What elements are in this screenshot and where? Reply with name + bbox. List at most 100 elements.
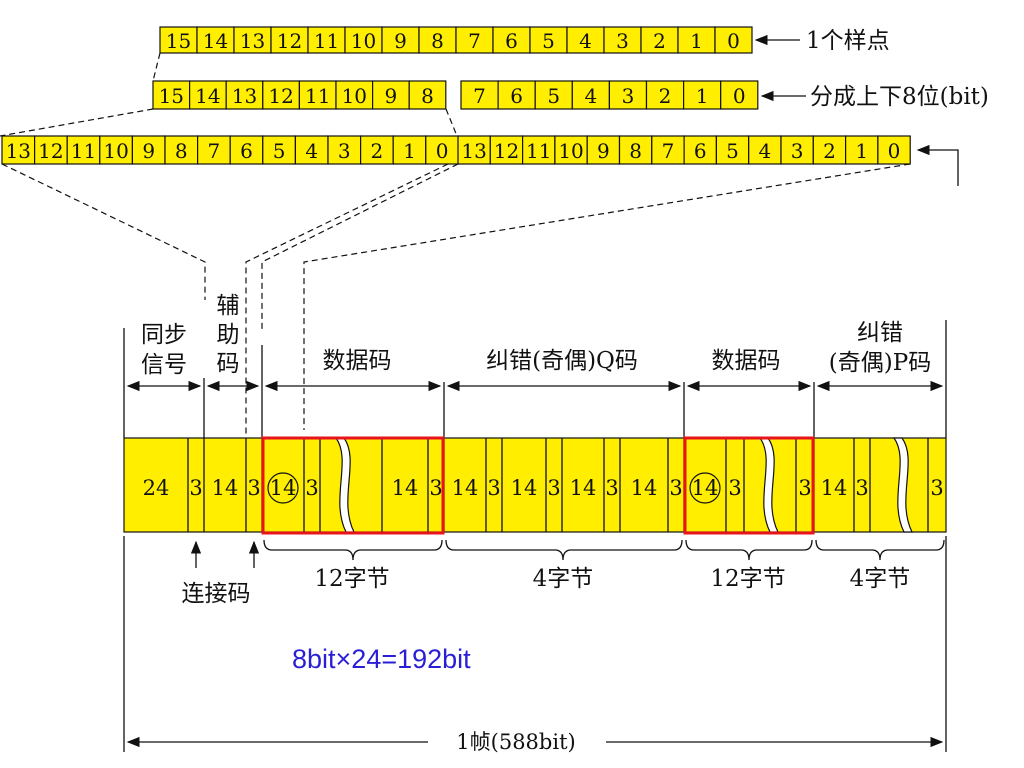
link-code-label: 连接码 (182, 581, 251, 607)
bit-cell-label: 4 (305, 139, 318, 163)
dash-connector (1, 163, 206, 300)
frame-data-a-1: 3 (305, 476, 318, 500)
frame-p-2: 3 (930, 476, 943, 500)
bit-cell-box (608, 80, 648, 110)
bit-cell: 2 (812, 135, 847, 165)
bit-cell-label: 2 (659, 84, 672, 108)
bit-cell-label: 7 (208, 139, 221, 163)
bit-cell-label: 7 (662, 139, 675, 163)
bit-cell-box (392, 135, 427, 165)
bit-cell: 5 (262, 135, 296, 165)
aux-label-1: 辅 (217, 293, 240, 319)
frame-background (123, 437, 947, 533)
bit-cell-box (1, 135, 36, 165)
bit-cell: 9 (586, 135, 621, 165)
bit-cell-box (262, 80, 300, 110)
bit-cell: 3 (327, 135, 362, 165)
bit-cell-label: 9 (142, 139, 155, 163)
bit-cell-box (651, 135, 685, 165)
bit-cell-box (197, 135, 231, 165)
bit-cell-box (233, 26, 272, 54)
bit-cell: 8 (418, 26, 457, 54)
bit-cell-box (164, 135, 199, 165)
bit-cell-label: 1 (403, 139, 416, 163)
bit-cell: 6 (683, 135, 717, 165)
frame-data-a-3: 3 (429, 476, 442, 500)
fourteen-bit-arrow (916, 144, 959, 186)
bit-cell-label: 9 (597, 139, 610, 163)
bit-cell: 1 (392, 135, 427, 165)
underbraces (263, 539, 945, 561)
bit-cell-box (307, 26, 346, 54)
frame-data-b-2: 3 (798, 476, 811, 500)
bit-cell: 6 (497, 80, 536, 110)
bit-cell-box (640, 26, 679, 54)
bit-cell-label: 9 (394, 29, 407, 53)
bit-cell-label: 6 (240, 139, 253, 163)
bit-cell: 12 (33, 135, 68, 165)
bit-cell-box (683, 135, 717, 165)
bit-cell-label: 8 (431, 29, 444, 53)
bit-cell-label: 13 (461, 139, 486, 163)
bit-cell-box (489, 135, 524, 165)
frame-row: 24 3 14 3 14 3 14 3 14 3 14 3 14 3 14 3 … (123, 437, 947, 533)
q-code-label: 纠错(奇偶)Q码 (486, 348, 638, 374)
bit-cell-label: 0 (727, 29, 740, 53)
bit-cell-box (189, 80, 227, 110)
bit-cell: 3 (608, 80, 648, 110)
bit-cell-box (152, 80, 191, 110)
bit-cell-label: 4 (584, 84, 597, 108)
bit-cell: 4 (571, 80, 610, 110)
bit-cell: 7 (460, 80, 499, 110)
frame-q-5: 3 (605, 476, 618, 500)
bit-cell-box (66, 135, 101, 165)
bit-cell-box (372, 80, 410, 110)
bit-cell-box (812, 135, 847, 165)
frame-q-1: 3 (487, 476, 500, 500)
bit-cell-label: 8 (175, 139, 188, 163)
bit-cell: 8 (164, 135, 199, 165)
bit-cell-box (408, 80, 447, 110)
bit-cell-label: 10 (351, 29, 376, 53)
bytes-12-label-b: 12字节 (710, 566, 785, 592)
bit-cell: 1 (677, 26, 716, 54)
bit-cell-box (492, 26, 531, 54)
bit-cell: 4 (294, 135, 329, 165)
bit-cell-label: 0 (733, 84, 746, 108)
bit-cell-label: 14 (203, 29, 228, 53)
bit-cell-label: 6 (505, 29, 518, 53)
bit-cell-label: 11 (305, 84, 330, 108)
bit-cell: 3 (780, 135, 814, 165)
bit-cell: 7 (197, 135, 231, 165)
bit-cell-label: 13 (232, 84, 257, 108)
bit-cell-label: 2 (823, 139, 836, 163)
aux-label-3: 码 (217, 351, 240, 377)
bit-cell: 1 (844, 135, 879, 165)
bit-cell: 11 (298, 80, 337, 110)
bit-cell-label: 5 (547, 84, 560, 108)
bit-cell-label: 13 (240, 29, 265, 53)
bit-cell: 4 (566, 26, 605, 54)
bit-cell-box (196, 26, 235, 54)
bit-cell: 7 (651, 135, 685, 165)
bit-cell: 2 (360, 135, 394, 165)
dash-connector (261, 163, 459, 330)
bit-cell: 10 (554, 135, 588, 165)
bit-cell-label: 15 (159, 84, 184, 108)
bit-cell-label: 6 (694, 139, 707, 163)
bit-cell: 5 (715, 135, 750, 165)
bit-cell: 3 (603, 26, 642, 54)
bit-cell-label: 10 (342, 84, 367, 108)
data-code-label-2: 数据码 (712, 348, 781, 374)
bit-cell: 8 (408, 80, 447, 110)
bit-cell-label: 1 (690, 29, 703, 53)
bit-cell-label: 14 (195, 84, 220, 108)
dash-connector (152, 52, 161, 82)
frame-link-value: 3 (189, 476, 202, 500)
split-label: 分成上下8位(bit) (810, 84, 989, 110)
bit-cell-label: 5 (726, 139, 739, 163)
bit-cell-box (748, 135, 782, 165)
